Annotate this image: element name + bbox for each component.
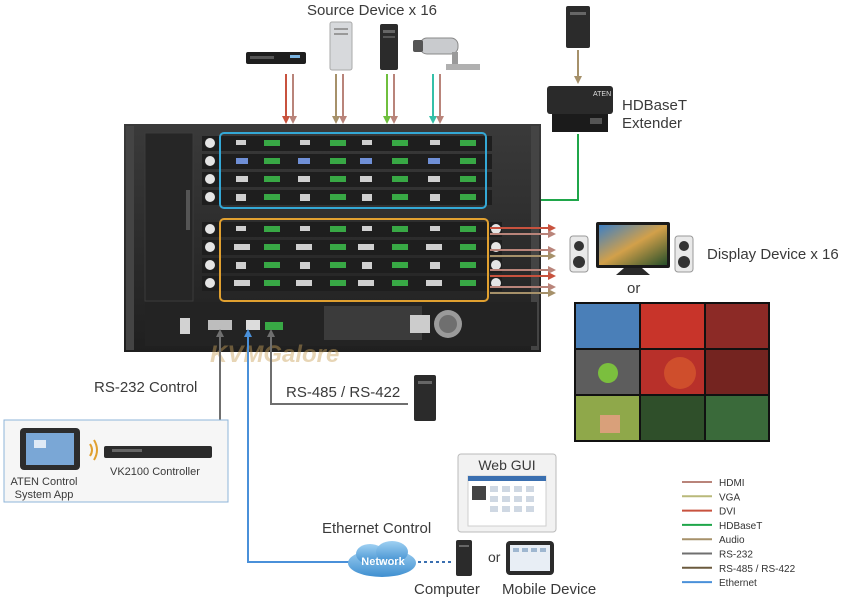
aten-app-label-line2: System App <box>15 489 74 501</box>
display-tv-device <box>596 222 670 275</box>
network-label: Network <box>361 556 405 568</box>
or-mobile-label: or <box>488 549 501 565</box>
input-card-connectors <box>264 140 476 200</box>
extender-brand: ATEN <box>593 91 611 98</box>
tablet-app-icon <box>20 428 80 470</box>
legend-label: RS-485 / RS-422 <box>719 564 796 575</box>
output-highlight-box <box>219 218 489 302</box>
output-card-ports <box>234 226 442 286</box>
input-card-ports <box>236 140 440 201</box>
left-speaker <box>569 235 589 273</box>
wireless-signal-icon <box>89 439 98 461</box>
legend-item: Audio <box>682 535 745 546</box>
aten-app-label-line1: ATEN Control <box>10 476 77 488</box>
mobile-device <box>506 541 554 575</box>
rs485-pc-device <box>414 375 436 421</box>
legend-label: VGA <box>719 492 740 503</box>
rs485-rs422-label: RS-485 / RS-422 <box>286 384 400 401</box>
hdbaset-extender-label-line1: HDBaseT <box>622 97 687 114</box>
hdbaset-extender-device: ATEN <box>547 86 613 132</box>
output-connection-arrows <box>490 227 550 294</box>
legend-item: DVI <box>682 507 736 518</box>
input-highlight-box <box>219 132 487 209</box>
dvd-player-device <box>246 52 306 64</box>
hdbaset-extender-label-line2: Extender <box>622 115 682 132</box>
legend-label: RS-232 <box>719 550 753 561</box>
network-cloud <box>348 541 416 577</box>
vk2100-controller-device <box>104 446 212 458</box>
web-gui-label: Web GUI <box>478 457 535 473</box>
right-speaker <box>674 235 694 273</box>
input-cards <box>202 136 492 205</box>
output-cards <box>202 222 502 291</box>
output-arrow-heads <box>548 224 556 297</box>
computer-label: Computer <box>414 581 480 598</box>
legend-item: RS-232 <box>682 550 753 561</box>
display-device-label: Display Device x 16 <box>707 246 839 263</box>
web-gui-box <box>457 453 557 533</box>
watermark-logo: KVMGalore <box>210 341 339 368</box>
legend-label: DVI <box>719 507 736 518</box>
vk2100-controller-label: VK2100 Controller <box>110 466 200 478</box>
legend-label: Audio <box>719 535 745 546</box>
legend-item: HDBaseT <box>682 521 762 532</box>
source-arrow-heads <box>282 116 444 124</box>
display-or-label: or <box>627 280 640 297</box>
rs485-line <box>270 333 408 405</box>
pc-tower-device-black <box>380 24 398 70</box>
ethernet-line <box>247 333 352 563</box>
security-camera-device <box>413 37 480 70</box>
legend-label: Ethernet <box>719 578 757 589</box>
rs232-control-label: RS-232 Control <box>94 379 197 396</box>
computer-device <box>456 540 472 576</box>
ethernet-control-label: Ethernet Control <box>322 520 431 537</box>
legend-item: HDMI <box>682 478 745 489</box>
legend-item: VGA <box>682 492 740 503</box>
mobile-device-label: Mobile Device <box>502 581 596 598</box>
source-device-label: Source Device x 16 <box>307 2 437 19</box>
legend-item: RS-485 / RS-422 <box>682 564 796 575</box>
video-wall <box>574 302 770 442</box>
extender-source-pc <box>566 6 590 48</box>
legend-label: HDMI <box>719 478 745 489</box>
legend-item: Ethernet <box>682 578 757 589</box>
source-connection-arrows <box>285 74 441 118</box>
output-card-connectors <box>264 226 476 286</box>
pc-tower-device-silver <box>329 21 353 71</box>
legend-label: HDBaseT <box>719 521 762 532</box>
